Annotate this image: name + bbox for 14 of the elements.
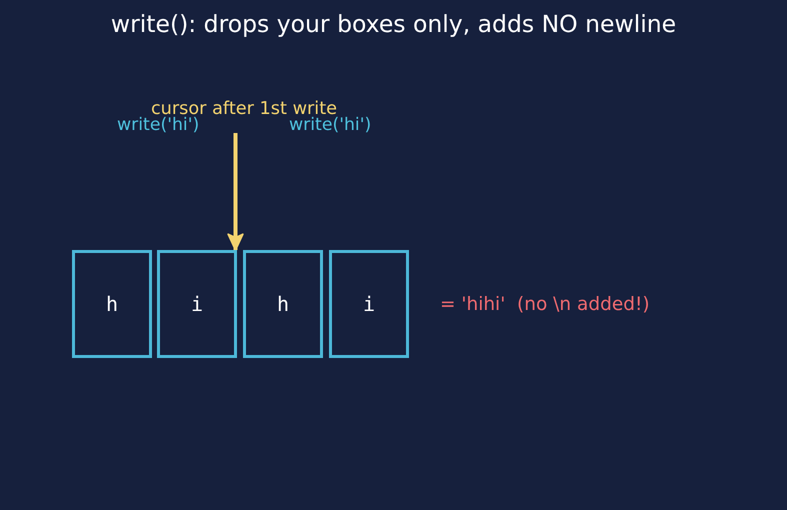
char-label: i: [362, 293, 376, 315]
diagram-title: write(): drops your boxes only, adds NO newline: [110, 10, 678, 38]
char-label: i: [190, 293, 204, 315]
char-box: [243, 250, 323, 358]
result-note: = 'hihi' (no \n added!): [440, 294, 650, 316]
char-label: h: [106, 293, 118, 315]
arrow: [227, 133, 244, 251]
char-label: h: [276, 293, 290, 315]
call-label: write('hi'): [289, 117, 372, 133]
annotation-text: cursor after 1st write: [150, 101, 338, 117]
char-box: [72, 250, 152, 358]
call-label: write('hi'): [117, 117, 200, 133]
char-box: [329, 250, 409, 358]
char-box: [157, 250, 237, 358]
